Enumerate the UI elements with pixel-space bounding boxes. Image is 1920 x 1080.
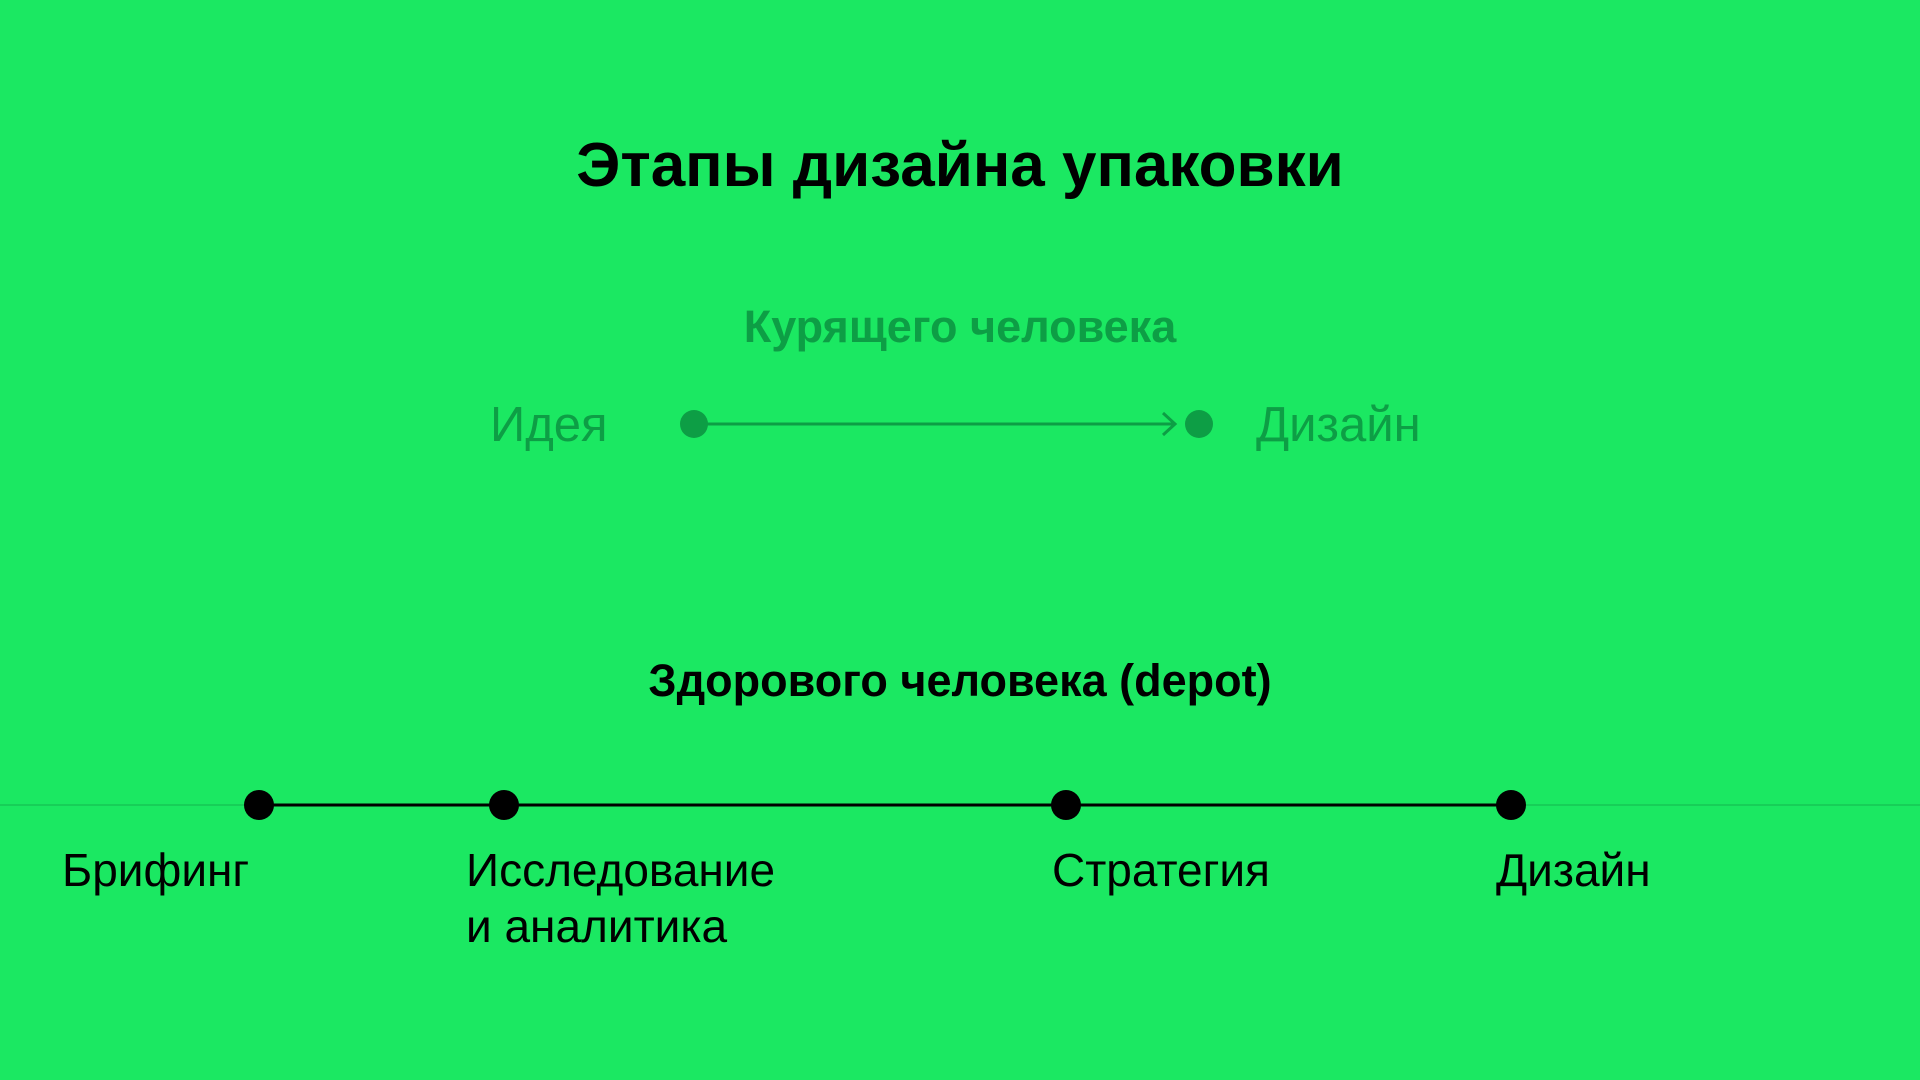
stage-label-line: Стратегия — [1052, 844, 1270, 896]
stage-node-briefing — [244, 790, 274, 820]
smoker-end-node — [1185, 410, 1213, 438]
smoker-start-label: Идея — [490, 398, 608, 452]
healthy-heading: Здорового человека (depot) — [648, 655, 1272, 706]
smoker-flow-arrowhead — [1161, 411, 1178, 437]
stage-label-line: Исследование — [466, 844, 776, 896]
stage-node-design — [1496, 790, 1526, 820]
smoker-flow — [680, 410, 1213, 438]
stage-label-briefing: Брифинг — [62, 842, 249, 898]
stage-label-line-2: и аналитика — [466, 900, 728, 952]
smoker-heading: Курящего человека — [743, 301, 1177, 352]
smoker-start-node — [680, 410, 708, 438]
page-title: Этапы дизайна упаковки — [576, 131, 1344, 200]
healthy-timeline — [0, 790, 1920, 820]
stage-label-line: Дизайн — [1496, 844, 1651, 896]
stage-node-strategy — [1051, 790, 1081, 820]
stage-label-line: Брифинг — [62, 844, 250, 896]
stage-label-research: Исследование и аналитика — [466, 842, 775, 954]
stage-node-research — [489, 790, 519, 820]
smoker-end-label: Дизайн — [1256, 398, 1421, 452]
stage-label-strategy: Стратегия — [1052, 842, 1270, 898]
stage-label-design: Дизайн — [1496, 842, 1651, 898]
